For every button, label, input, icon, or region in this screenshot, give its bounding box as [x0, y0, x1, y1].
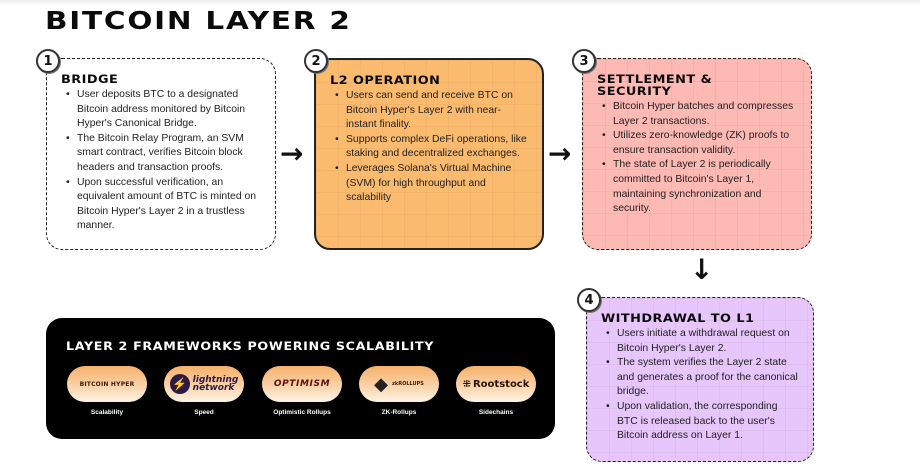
- zkrollups-logo-pill: ◆ zkROLLUPS: [359, 366, 439, 402]
- rootstock-dots-icon: ⁜: [462, 378, 471, 390]
- bitcoin-hyper-logo-pill: BITCOIN HYPER: [67, 366, 147, 402]
- bullet-item: User deposits BTC to a designated Bitcoi…: [66, 88, 263, 132]
- bullet-item: Utilizes zero-knowledge (ZK) proofs to e…: [602, 129, 799, 158]
- step-3-settlement-card: SETTLEMENT & SECURITY Bitcoin Hyper batc…: [582, 58, 812, 250]
- framework-label: Optimistic Rollups: [273, 409, 331, 416]
- bullet-item: Leverages Solana's Virtual Machine (SVM)…: [335, 162, 530, 206]
- bullet-item: Upon successful verification, an equival…: [66, 176, 263, 234]
- bullet-item: Users initiate a withdrawal request on B…: [606, 327, 801, 356]
- optimism-logo-pill: OPTIMISM: [262, 366, 342, 402]
- step-2-number-badge: 2: [304, 49, 328, 73]
- step-2-l2-operation-card: L2 OPERATION Users can send and receive …: [314, 58, 544, 250]
- lightning-bolt-icon: ⚡: [169, 374, 190, 394]
- right-arrow-icon: →: [280, 137, 304, 170]
- bullet-item: The Bitcoin Relay Program, an SVM smart …: [66, 132, 263, 176]
- zkrollups-logo-text: zkROLLUPS: [391, 381, 424, 387]
- framework-bitcoin-hyper: BITCOIN HYPER Scalability: [67, 366, 147, 416]
- step-4-number-badge: 4: [577, 288, 601, 312]
- down-arrow-icon: ↓: [690, 253, 714, 286]
- step-1-heading: BRIDGE: [61, 72, 119, 86]
- step-2-heading: L2 OPERATION: [330, 73, 441, 87]
- ethereum-diamond-icon: ◆: [374, 374, 388, 394]
- lightning-logo-text: lightning: [192, 374, 239, 385]
- step-1-bridge-card: BRIDGE User deposits BTC to a designated…: [46, 58, 276, 250]
- bullet-item: The state of Layer 2 is periodically com…: [602, 158, 799, 216]
- framework-label: Scalability: [90, 409, 124, 416]
- framework-label: Speed: [194, 409, 214, 416]
- optimism-logo: OPTIMISM: [273, 379, 331, 389]
- framework-label: ZK-Rollups: [381, 409, 417, 416]
- step-3-heading: SETTLEMENT & SECURITY: [597, 72, 713, 98]
- network-logo-text: network: [192, 383, 235, 393]
- step-4-bullets: Users initiate a withdrawal request on B…: [601, 327, 801, 444]
- bullet-item: Bitcoin Hyper batches and compresses Lay…: [602, 100, 799, 129]
- top-shadow-bar: [0, 0, 920, 5]
- step-1-number-badge: 1: [36, 49, 60, 73]
- right-arrow-icon: →: [548, 137, 572, 170]
- frameworks-panel: LAYER 2 FRAMEWORKS POWERING SCALABILITY …: [46, 318, 555, 439]
- bitcoin-hyper-logo: BITCOIN HYPER: [79, 380, 135, 388]
- step-3-number-badge: 3: [572, 49, 596, 73]
- rootstock-logo-text: Rootstock: [472, 378, 530, 390]
- bullet-item: The system verifies the Layer 2 state an…: [606, 356, 801, 400]
- step-4-heading: WITHDRAWAL TO L1: [601, 311, 755, 325]
- lightning-logo-pill: ⚡ lightning network: [164, 366, 244, 402]
- step-3-bullets: Bitcoin Hyper batches and compresses Lay…: [597, 100, 799, 217]
- bullet-item: Upon validation, the corresponding BTC i…: [606, 400, 801, 444]
- framework-rootstock: ⁜ Rootstock Sidechains: [456, 366, 536, 416]
- frameworks-heading: LAYER 2 FRAMEWORKS POWERING SCALABILITY: [66, 339, 435, 353]
- step-4-withdrawal-card: WITHDRAWAL TO L1 Users initiate a withdr…: [586, 297, 814, 462]
- page-title: BITCOIN LAYER 2: [45, 6, 352, 35]
- rootstock-logo-pill: ⁜ Rootstock: [456, 366, 536, 402]
- framework-optimism: OPTIMISM Optimistic Rollups: [262, 366, 342, 416]
- framework-label: Sidechains: [478, 409, 514, 416]
- step-1-bullets: User deposits BTC to a designated Bitcoi…: [61, 88, 263, 234]
- step-2-bullets: Users can send and receive BTC on Bitcoi…: [330, 89, 530, 206]
- bullet-item: Supports complex DeFi operations, like s…: [335, 133, 530, 162]
- framework-lightning-network: ⚡ lightning network Speed: [164, 366, 244, 416]
- framework-zk-rollups: ◆ zkROLLUPS ZK-Rollups: [359, 366, 439, 416]
- bullet-item: Users can send and receive BTC on Bitcoi…: [335, 89, 530, 133]
